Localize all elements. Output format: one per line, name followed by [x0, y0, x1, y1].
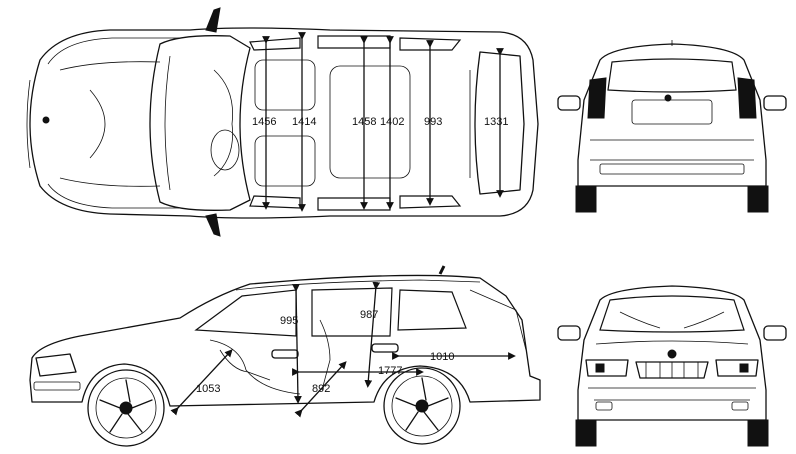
top-dim-3: 1458: [352, 116, 376, 128]
top-dim-1: 1456: [252, 116, 276, 128]
front-wheel: [87, 369, 165, 447]
front-mirror-right: [763, 325, 787, 341]
top-dim-2: 1414: [292, 116, 316, 128]
rear-wheel: [383, 367, 461, 445]
badge-icon: [42, 116, 50, 124]
mirror-left: [205, 7, 221, 33]
side-dim-2: 987: [360, 309, 378, 321]
side-view: 995 987 1010 1777 1053 892: [29, 265, 541, 447]
rear-mirror-left: [557, 95, 581, 111]
front-badge-icon: [667, 349, 677, 359]
mirror-right: [205, 213, 221, 237]
side-dim-3: 1010: [430, 351, 454, 363]
side-dim-6: 892: [312, 383, 330, 395]
top-dim-5: 993: [424, 116, 442, 128]
front-view: [557, 285, 787, 447]
top-view: 1456 1414 1458 1402 993 1331: [26, 7, 539, 237]
rear-view: [557, 40, 787, 213]
top-dim-4: 1402: [380, 116, 404, 128]
front-mirror-left: [557, 325, 581, 341]
side-dim-5: 1053: [196, 383, 220, 395]
rear-mirror-right: [763, 95, 787, 111]
side-dim-4: 1777: [378, 365, 402, 377]
side-dim-1: 995: [280, 315, 298, 327]
top-dim-6: 1331: [484, 116, 508, 128]
